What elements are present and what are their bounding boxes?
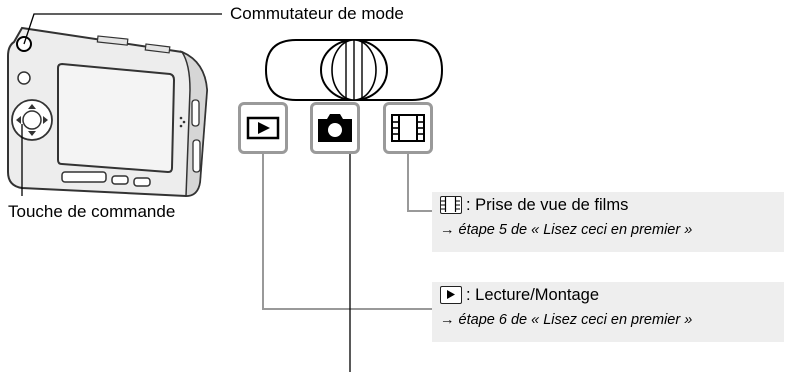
film-mode-tile [383,102,433,154]
arrow-icon: → [440,222,455,238]
playback-callout-title: : Lecture/Montage [466,286,599,304]
mode-switch-label: Commutateur de mode [230,4,404,23]
playback-callout-ref: étape 6 de « Lisez ceci en premier » [458,312,693,328]
playback-mode-tile [238,102,288,154]
arrow-icon: → [440,312,455,328]
playback-icon [440,286,462,304]
mode-switch-enlarged [264,39,444,101]
movie-callout-ref: étape 5 de « Lisez ceci en premier » [458,222,693,238]
film-icon [391,114,425,142]
playback-callout-ref-line: → étape 6 de « Lisez ceci en premier » [440,312,692,328]
movie-callout: : Prise de vue de films → étape 5 de « L… [432,192,784,252]
camera-icon [318,114,352,142]
playback-icon [246,116,280,140]
playback-callout: : Lecture/Montage → étape 6 de « Lisez c… [432,282,784,342]
film-icon [440,196,462,214]
camera-mode-tile [310,102,360,154]
movie-callout-ref-line: → étape 5 de « Lisez ceci en premier » [440,222,692,238]
camera-illustration [7,13,222,198]
control-button-label: Touche de commande [8,202,176,221]
movie-callout-title: : Prise de vue de films [466,196,629,214]
